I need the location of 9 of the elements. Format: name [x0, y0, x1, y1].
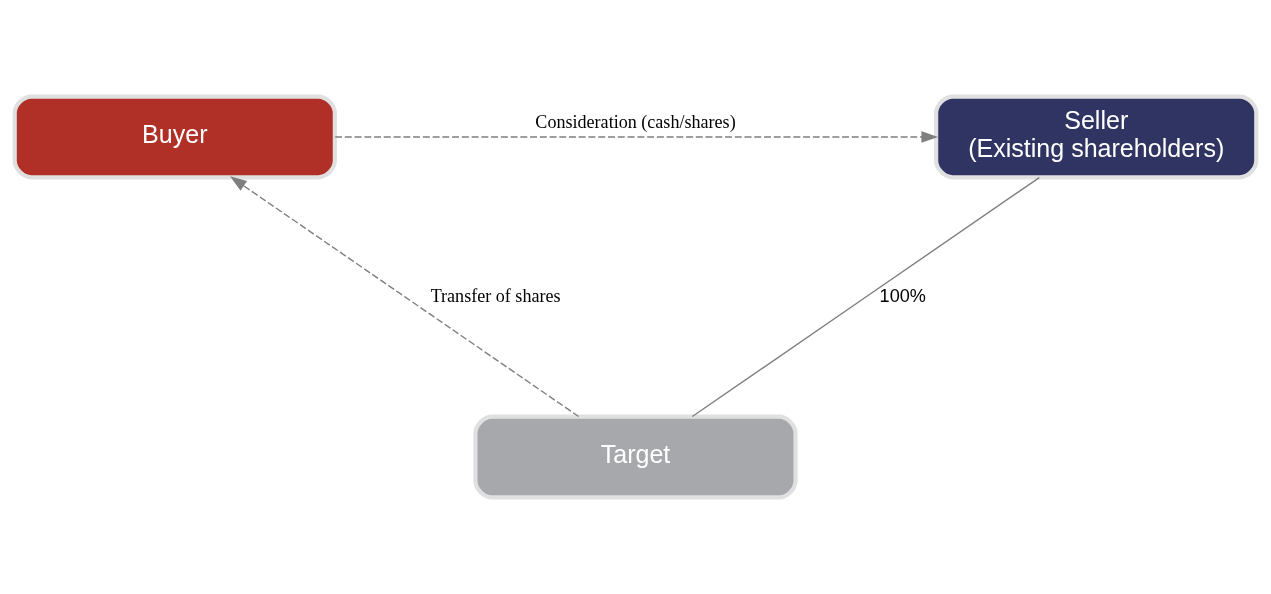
edge-label: 100%: [879, 285, 926, 306]
arrow: [230, 176, 580, 418]
edge-label: Consideration (cash/shares): [535, 111, 736, 132]
edge-label: Transfer of shares: [430, 285, 561, 306]
node-box: Target: [473, 414, 798, 500]
connector: [691, 176, 1040, 418]
arrow: [334, 131, 939, 143]
node-box: Seller (Existing shareholders): [934, 94, 1259, 180]
node-box: Buyer: [12, 94, 337, 180]
